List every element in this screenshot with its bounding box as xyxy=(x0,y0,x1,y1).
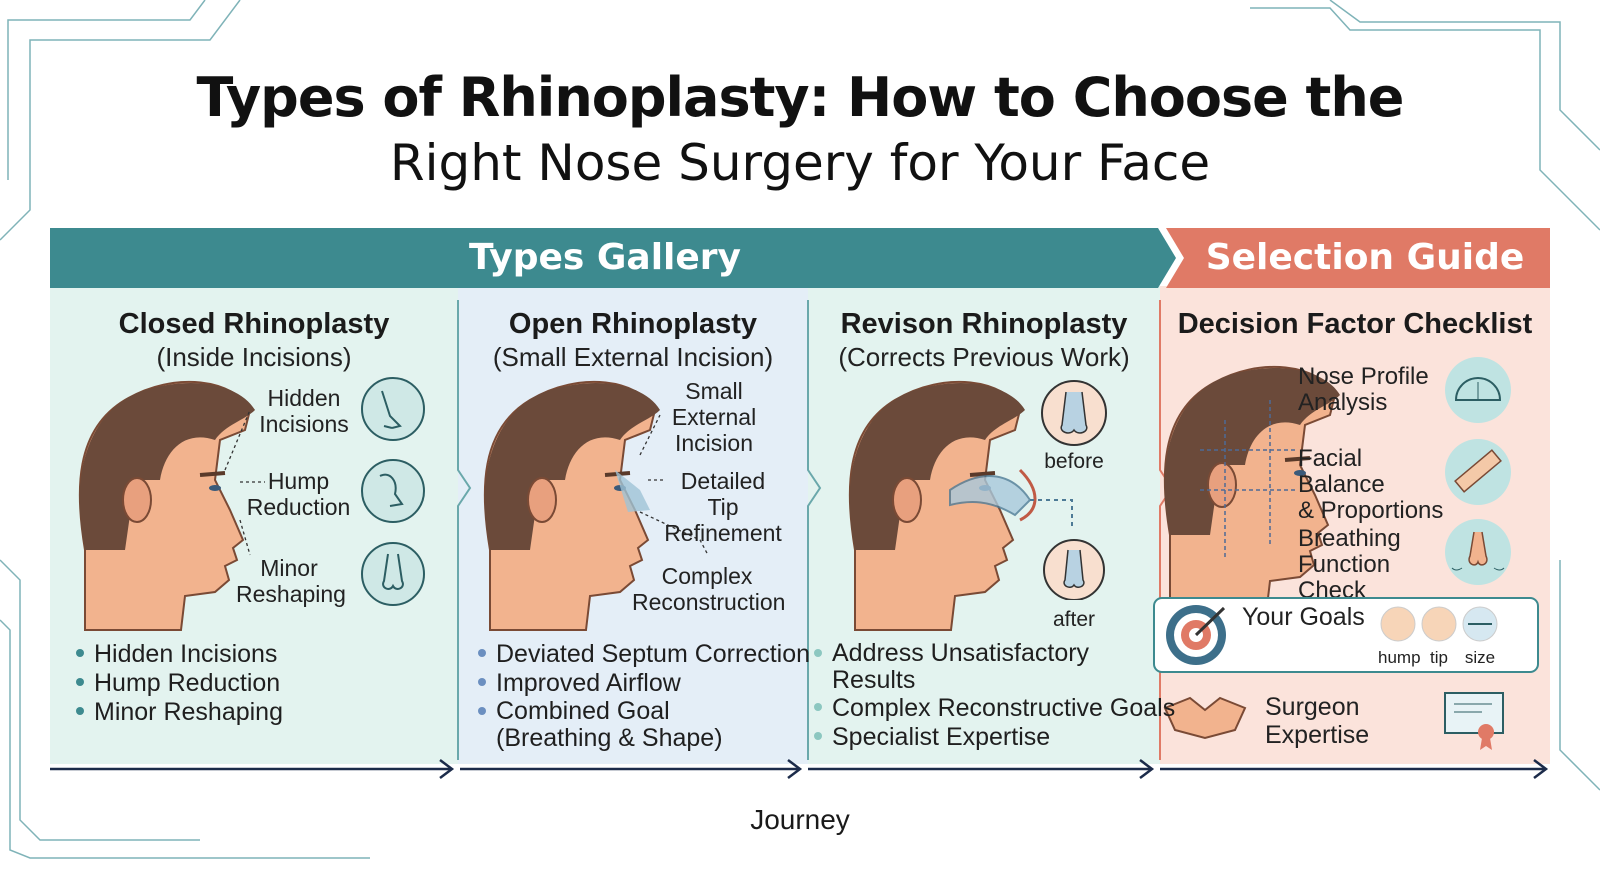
revision-rhinoplasty-subtitle: (Corrects Previous Work) xyxy=(838,342,1130,372)
nose-side-icon xyxy=(361,377,425,441)
list-item: Hump Reduction xyxy=(76,669,283,698)
goal-option-size: size xyxy=(1464,648,1496,667)
goal-option-tip: tip xyxy=(1430,648,1448,667)
nose-breath-icon xyxy=(1445,519,1511,585)
closed-label-minor-reshaping: Minor Reshaping xyxy=(236,555,346,607)
handshake-icon xyxy=(1163,696,1247,740)
closed-label-hump-reduction: Hump Reduction xyxy=(246,468,351,520)
list-item: Hidden Incisions xyxy=(76,640,283,669)
protractor-icon xyxy=(1445,357,1511,423)
checklist-title: Decision Factor Checklist xyxy=(1177,308,1533,340)
types-gallery-heading: Types Gallery xyxy=(468,237,742,278)
list-item: Specialist Expertise xyxy=(814,723,1175,752)
open-rhinoplasty-title: Open Rhinoplasty xyxy=(508,308,758,340)
open-rhinoplasty-subtitle: (Small External Incision) xyxy=(492,342,774,372)
checklist-item-breathing: Breathing Function Check xyxy=(1298,525,1401,604)
open-label-detailed-tip-refinement: Detailed Tip Refinement xyxy=(664,468,782,546)
goal-option-hump: hump xyxy=(1378,648,1421,667)
revision-rhinoplasty-title: Revison Rhinoplasty xyxy=(840,308,1128,340)
list-item: Improved Airflow xyxy=(478,669,810,698)
surgeon-expertise-label: Surgeon Expertise xyxy=(1265,693,1370,749)
checklist-item-nose-profile: Nose Profile Analysis xyxy=(1298,363,1429,416)
ruler-icon xyxy=(1445,439,1511,505)
certificate-icon xyxy=(1444,692,1504,750)
after-nose-icon xyxy=(1043,539,1105,600)
open-label-complex-reconstruction: Complex Reconstruction xyxy=(632,563,786,615)
your-goals-title: Your Goals xyxy=(1242,603,1365,631)
page-subtitle: Right Nose Surgery for Your Face xyxy=(389,134,1211,192)
closed-rhinoplasty-subtitle: (Inside Incisions) xyxy=(156,342,352,372)
revision-bullet-list: Address Unsatisfactory Results Complex R… xyxy=(814,640,1175,752)
target-icon xyxy=(1166,605,1226,665)
selection-guide-heading: Selection Guide xyxy=(1205,237,1525,278)
nose-hump-icon xyxy=(361,459,425,523)
goal-size-icon xyxy=(1462,606,1498,642)
open-label-small-external-incision: Small External Incision xyxy=(671,378,757,456)
list-item: Deviated Septum Correction xyxy=(478,640,810,669)
list-item: Complex Reconstructive Goals xyxy=(814,694,1175,723)
open-bullet-list: Deviated Septum Correction Improved Airf… xyxy=(478,640,810,752)
goal-hump-icon xyxy=(1380,606,1416,642)
before-nose-icon xyxy=(1041,380,1107,446)
nose-front-icon xyxy=(361,542,425,606)
list-item: Address Unsatisfactory Results xyxy=(814,640,1175,694)
list-item: Combined Goal (Breathing & Shape) xyxy=(478,698,810,752)
closed-face-illustration xyxy=(77,379,257,632)
journey-label: Journey xyxy=(750,804,850,835)
closed-label-hidden-incisions: Hidden Incisions xyxy=(259,385,349,437)
types-gallery-banner xyxy=(50,228,1176,288)
after-label: after xyxy=(1052,608,1096,631)
closed-rhinoplasty-title: Closed Rhinoplasty xyxy=(118,308,390,340)
goal-tip-icon xyxy=(1421,606,1457,642)
selection-guide-banner xyxy=(1166,228,1550,288)
page-title: Types of Rhinoplasty: How to Choose the xyxy=(196,66,1405,129)
closed-bullet-list: Hidden Incisions Hump Reduction Minor Re… xyxy=(76,640,283,727)
journey-arrows xyxy=(50,759,1549,779)
before-label: before xyxy=(1044,450,1104,473)
list-item: Minor Reshaping xyxy=(76,698,283,727)
checklist-item-facial-balance: Facial Balance & Proportions xyxy=(1298,445,1444,524)
